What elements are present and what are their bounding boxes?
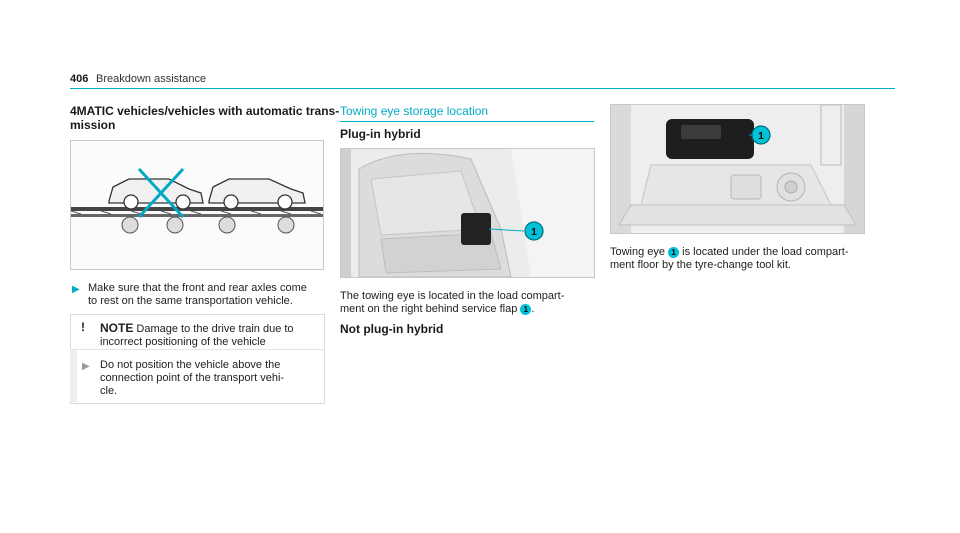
step-line: to rest on the same transportation vehic… <box>88 295 293 307</box>
note-line: incorrect positioning of the vehicle <box>100 336 266 348</box>
body-line: Towing eye <box>610 246 666 258</box>
callout-marker: 1 <box>668 246 680 258</box>
step-1: ▶ Make sure that the front and rear axle… <box>72 282 322 308</box>
note-line: Damage to the drive train due to <box>136 323 294 335</box>
header-rule <box>70 88 895 89</box>
callout-marker: 1 <box>758 131 764 142</box>
heading-4matic: 4MATIC vehicles/vehicles with automatic … <box>70 104 339 132</box>
section-rule <box>340 121 594 122</box>
warning-icon: ! <box>81 320 85 334</box>
step-arrow-icon: ▶ <box>72 284 80 295</box>
not-plugin-hybrid-text: Towing eye 1 is located under the load c… <box>610 246 870 272</box>
section-title: Breakdown assistance <box>96 73 207 85</box>
body-line: ment on the right behind service flap <box>340 303 518 315</box>
not-plugin-hybrid-figure: 1 <box>610 104 865 234</box>
body-line: ment floor by the tyre-change tool kit. <box>610 259 791 271</box>
callout-marker: 1 <box>531 227 537 238</box>
transport-figure <box>70 140 324 270</box>
body-line: The towing eye is located in the load co… <box>340 290 565 302</box>
heading-line: 4MATIC vehicles/vehicles with automatic … <box>70 104 340 118</box>
plugin-hybrid-figure: 1 <box>340 148 595 278</box>
body-line: is located under the load compart- <box>682 246 849 258</box>
subheading-not-plugin-hybrid: Not plug-in hybrid <box>340 322 444 336</box>
step-line: cle. <box>100 385 118 397</box>
note-separator <box>70 349 325 350</box>
page-number: 406 <box>70 73 89 85</box>
callout-marker: 1 <box>520 303 532 315</box>
step-line: Make sure that the front and rear axles … <box>88 282 307 294</box>
section-heading-towing-eye: Towing eye storage location <box>340 104 489 118</box>
step-line: connection point of the transport vehi- <box>100 372 285 384</box>
step-arrow-icon: ▶ <box>82 361 90 372</box>
note-text: NOTE Damage to the drive train due to in… <box>100 322 320 349</box>
trunk-side-illustration: 1 <box>341 149 594 277</box>
transport-illustration <box>71 141 323 269</box>
heading-line: mission <box>70 118 116 132</box>
note-step: ▶ Do not position the vehicle above the … <box>82 359 317 398</box>
note-stripe <box>70 350 77 402</box>
body-punctuation: . <box>531 303 535 315</box>
subheading-plugin-hybrid: Plug-in hybrid <box>340 127 421 141</box>
trunk-floor-illustration: 1 <box>611 105 864 233</box>
plugin-hybrid-text: The towing eye is located in the load co… <box>340 290 595 316</box>
step-line: Do not position the vehicle above the <box>100 359 281 371</box>
note-label: NOTE <box>100 321 134 335</box>
